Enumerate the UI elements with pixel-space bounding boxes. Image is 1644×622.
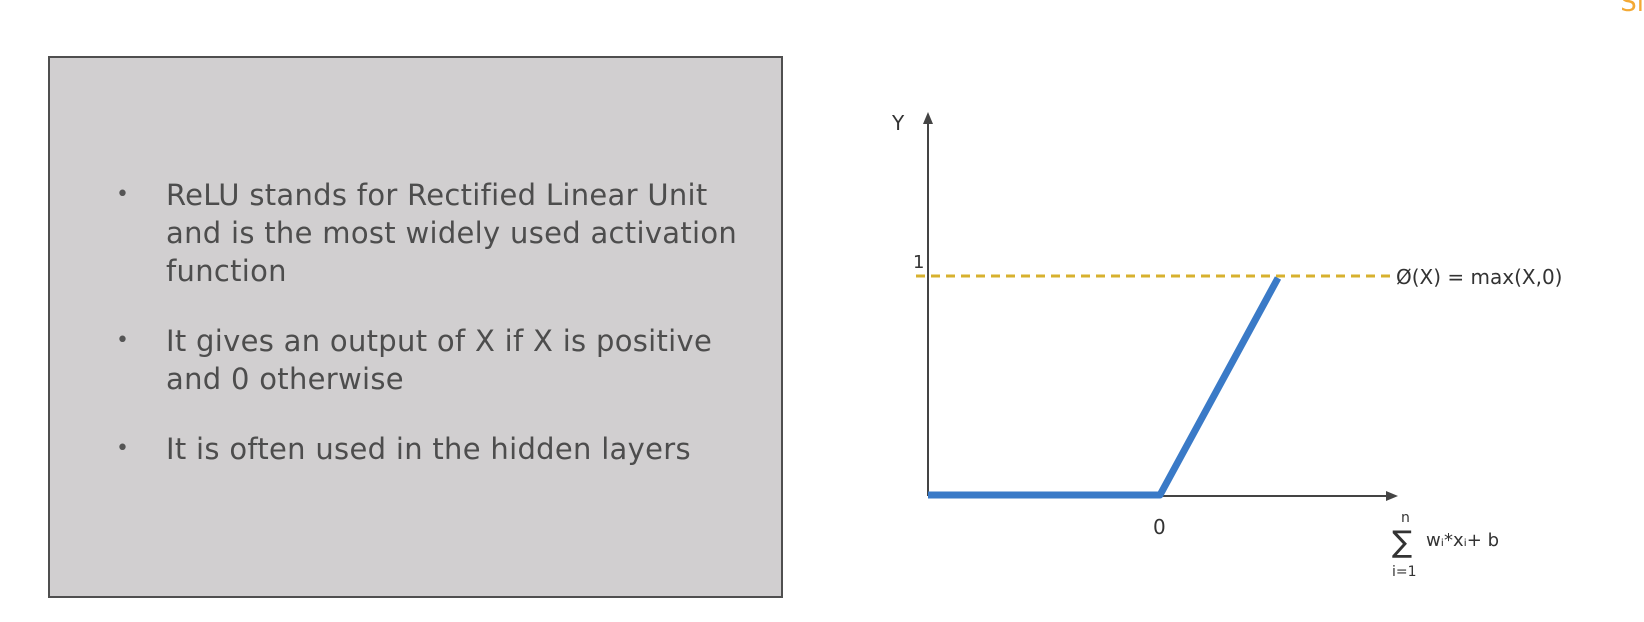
bullet-item: • It gives an output of X if X is positi… [116, 322, 746, 398]
x-axis-expression: wᵢ*xᵢ+ b [1426, 530, 1499, 551]
bullet-dot-icon: • [116, 328, 130, 353]
y-axis-label: Y [891, 111, 905, 135]
bullet-dot-icon: • [116, 182, 130, 207]
bullet-text: It gives an output of X if X is positive… [166, 324, 713, 396]
y-axis-arrow-icon [923, 112, 933, 124]
sum-lower-limit: i=1 [1392, 564, 1417, 580]
bullet-list: • ReLU stands for Rectified Linear Unit … [116, 176, 746, 500]
function-label: Ø(X) = max(X,0) [1396, 265, 1562, 289]
bullet-item: • ReLU stands for Rectified Linear Unit … [116, 176, 746, 290]
y-tick-label: 1 [913, 252, 924, 273]
relu-diagram: Y 1 Ø(X) = max(X,0) 0 n ∑ i=1 wᵢ*xᵢ+ b [891, 111, 1562, 580]
bullet-text: It is often used in the hidden layers [166, 432, 691, 466]
sum-symbol: ∑ [1392, 525, 1412, 560]
bullet-text: ReLU stands for Rectified Linear Unit an… [166, 178, 738, 288]
x-axis-arrow-icon [1386, 491, 1398, 501]
corner-logo-fragment: Si [1602, 0, 1644, 14]
relu-curve [928, 276, 1282, 499]
sum-upper-limit: n [1401, 510, 1410, 526]
text-panel: • ReLU stands for Rectified Linear Unit … [48, 56, 783, 598]
bullet-dot-icon: • [116, 436, 130, 461]
origin-label: 0 [1153, 515, 1166, 539]
bullet-item: • It is often used in the hidden layers [116, 430, 746, 468]
